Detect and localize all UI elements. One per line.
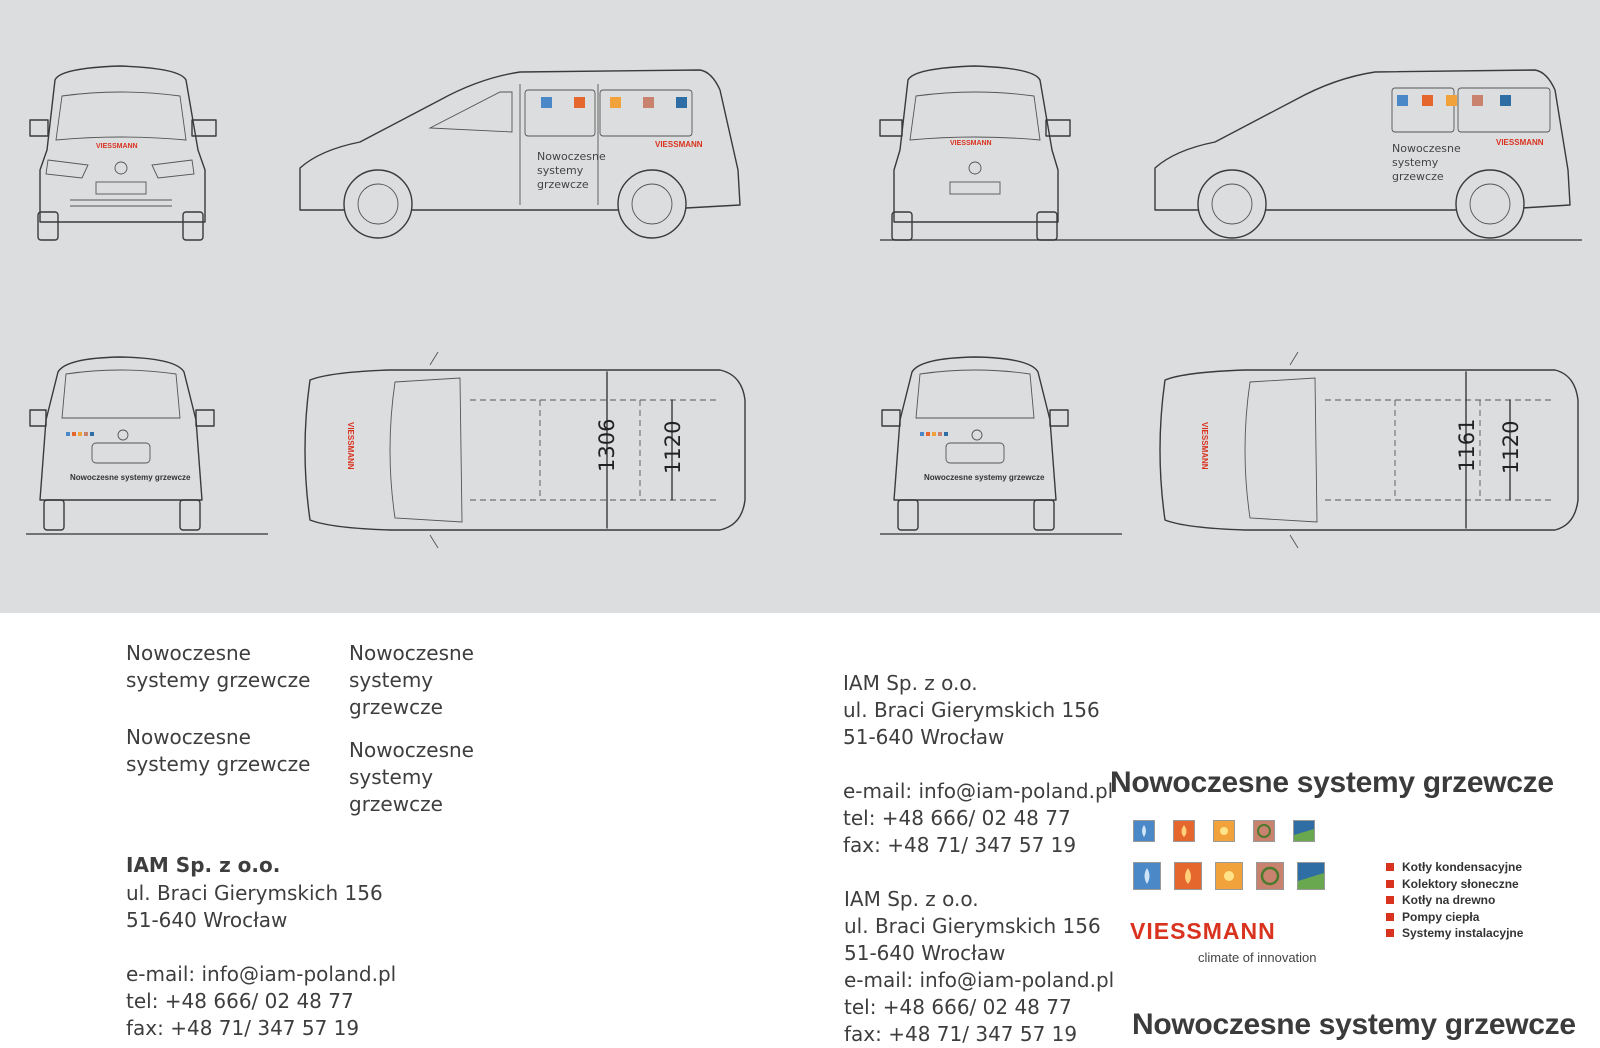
- front-view-right: VIESSMANN: [879, 65, 1071, 241]
- legend-item: Systemy instalacyjne: [1386, 925, 1523, 942]
- dimension-label-1306: 1306: [595, 419, 619, 472]
- car-top-logo-right: VIESSMANN: [1200, 422, 1209, 470]
- gas-flame-icon: [1133, 862, 1161, 890]
- fire-icon: [1174, 862, 1202, 890]
- legend-item: Kotły kondensacyjne: [1386, 859, 1523, 876]
- contact-block-2: IAM Sp. z o.o. ul. Braci Gierymskich 156…: [844, 887, 1115, 1046]
- wood-icon: [1253, 820, 1275, 842]
- vehicle-drawings: VIESSMANN Nowoczesne systemy grzewcze VI…: [26, 65, 1582, 549]
- car-side-text-2: systemy: [537, 164, 584, 177]
- gas-flame-icon: [1133, 820, 1155, 842]
- front-view-left: VIESSMANN: [29, 65, 217, 241]
- car-top-logo-left: VIESSMANN: [346, 422, 355, 470]
- company-contact: e-mail: info@iam-poland.pl tel: +48 666/…: [126, 962, 397, 1040]
- bullet-icon: [1386, 929, 1394, 938]
- legend-item: Pompy ciepła: [1386, 909, 1523, 926]
- slogan-a: Nowoczesne systemy grzewcze: [126, 641, 311, 692]
- heat-pump-icon: [1297, 862, 1325, 890]
- viessmann-logo: VIESSMANN: [1130, 918, 1276, 944]
- bullet-icon: [1386, 879, 1394, 888]
- car-front-logo-right: VIESSMANN: [950, 140, 992, 147]
- car-side-text-1: Nowoczesne: [537, 150, 606, 163]
- dimension-label-1120-left: 1120: [661, 421, 685, 474]
- technical-drawing-panel: VIESSMANN Nowoczesne systemy grzewcze VI…: [0, 0, 1600, 613]
- legend-item: Kotły na drewno: [1386, 892, 1523, 909]
- logo-tagline: climate of innovation: [1198, 950, 1317, 965]
- legend-item: Kolektory słoneczne: [1386, 876, 1523, 893]
- car-front-logo: VIESSMANN: [96, 143, 138, 150]
- top-view-right: 1161 1120 VIESSMANN: [1159, 351, 1579, 549]
- side-view-left: Nowoczesne systemy grzewcze VIESSMANN: [299, 69, 741, 239]
- product-legend: Kotły kondensacyjne Kolektory słoneczne …: [1386, 859, 1523, 942]
- wood-icon: [1256, 862, 1284, 890]
- car-side-logo-right: VIESSMANN: [1496, 138, 1544, 147]
- side-view-right: Nowoczesne systemy grzewcze VIESSMANN: [880, 69, 1582, 241]
- sun-icon: [1215, 862, 1243, 890]
- fire-icon: [1173, 820, 1195, 842]
- car-back-text-right: Nowoczesne systemy grzewcze: [924, 473, 1045, 482]
- car-back-text: Nowoczesne systemy grzewcze: [70, 473, 191, 482]
- company-name: IAM Sp. z o.o.: [126, 853, 281, 877]
- headline-bottom: Nowoczesne systemy grzewcze: [1132, 1008, 1576, 1041]
- rear-view-right: Nowoczesne systemy grzewcze: [880, 356, 1122, 535]
- top-view-left: 1306 1120 VIESSMANN: [304, 351, 746, 549]
- dimension-label-1120-right: 1120: [1499, 421, 1523, 474]
- svg-text:Nowoczesne systemy: Nowoczesne systemy grzewcze: [1392, 142, 1464, 183]
- icon-row-large: [1133, 862, 1325, 890]
- car-side-text-3: grzewcze: [537, 178, 589, 191]
- svg-text:Nowoczesne systemy: Nowoczesne systemy grzewcze: [537, 150, 609, 191]
- bullet-icon: [1386, 912, 1394, 921]
- car-side-logo: VIESSMANN: [655, 140, 703, 149]
- slogan-d: Nowoczesne systemy grzewcze: [349, 738, 474, 816]
- icon-row-small: [1133, 820, 1315, 842]
- slogan-b: Nowoczesne systemy grzewcze: [126, 725, 311, 776]
- sun-icon: [1213, 820, 1235, 842]
- bullet-icon: [1386, 896, 1394, 905]
- rear-view-left: Nowoczesne systemy grzewcze: [26, 356, 268, 535]
- bullet-icon: [1386, 863, 1394, 872]
- slogan-c: Nowoczesne systemy grzewcze: [349, 641, 474, 719]
- contact-block-1: IAM Sp. z o.o. ul. Braci Gierymskich 156…: [843, 671, 1114, 857]
- dimension-label-1161: 1161: [1455, 419, 1479, 472]
- heat-pump-icon: [1293, 820, 1315, 842]
- headline-top: Nowoczesne systemy grzewcze: [1110, 766, 1554, 799]
- company-address: ul. Braci Gierymskich 156 51-640 Wrocław: [126, 881, 383, 932]
